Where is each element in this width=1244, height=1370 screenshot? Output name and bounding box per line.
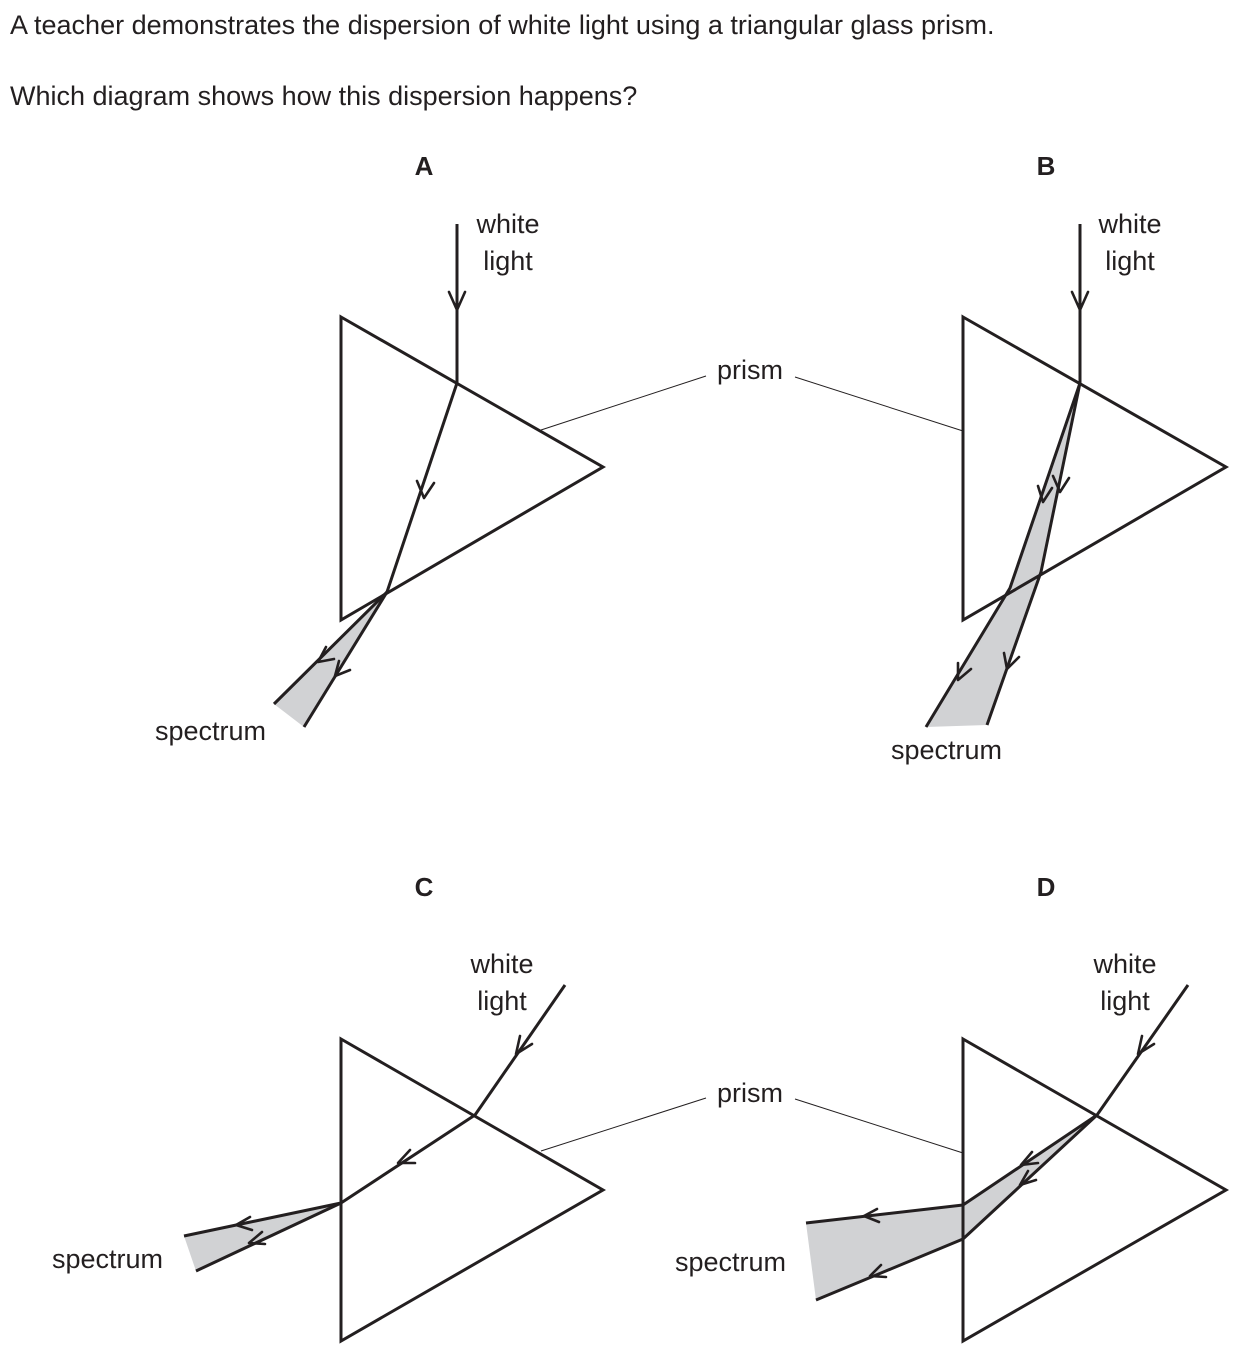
option-b-inner-arrowhead-1 xyxy=(1036,484,1054,504)
option-a-light-label: light xyxy=(483,246,533,276)
option-c-spectrum-arrowhead-1 xyxy=(234,1215,254,1232)
option-d-ray-violet xyxy=(805,1113,1098,1225)
option-b-spectrum-label: spectrum xyxy=(891,735,1002,765)
option-d-ray-red xyxy=(815,1113,1099,1302)
option-d-outer-arrowhead-1 xyxy=(862,1207,881,1224)
option-c-refracted-arrowhead xyxy=(396,1148,417,1165)
option-b-outer-arrowhead-1 xyxy=(956,661,973,682)
option-a-incident-arrowhead xyxy=(447,290,467,312)
option-c-spectrum-label: spectrum xyxy=(52,1244,163,1274)
option-d-prism xyxy=(961,1036,1230,1344)
option-b-ray-red xyxy=(985,382,1082,726)
prism-label-top: prism xyxy=(717,355,783,385)
option-b-outer-arrowhead-2 xyxy=(1002,651,1021,671)
option-a-spectrum-label: spectrum xyxy=(155,716,266,746)
leader-to-prism-a xyxy=(540,375,707,431)
option-c-spectrum-edge-1 xyxy=(183,1201,342,1238)
leader-to-prism-c xyxy=(540,1097,707,1152)
top-prism-callout: prism xyxy=(540,355,964,432)
prism-label-bottom: prism xyxy=(717,1078,783,1108)
option-a-prism xyxy=(339,314,606,623)
option-d-spectrum-label: spectrum xyxy=(675,1247,786,1277)
option-a-refracted-arrowhead xyxy=(415,479,436,500)
option-b-light-label: light xyxy=(1105,246,1155,276)
option-a-spectrum-arrowhead-1 xyxy=(316,645,336,664)
option-c-prism xyxy=(339,1036,607,1344)
option-a-label[interactable]: A xyxy=(415,151,434,181)
bottom-prism-callout: prism xyxy=(540,1078,964,1154)
option-a-diagram[interactable]: A white light spectrum xyxy=(155,151,606,746)
option-b-ray-violet xyxy=(924,382,1082,728)
option-a-white-label: white xyxy=(475,209,539,239)
option-a-spectrum-edge-1 xyxy=(272,590,389,706)
option-c-white-label: white xyxy=(469,949,533,979)
option-a-spectrum-edge-2 xyxy=(302,591,389,728)
leader-to-prism-d xyxy=(794,1098,964,1154)
option-b-diagram[interactable]: B white light spectrum xyxy=(891,151,1230,765)
option-d-white-label: white xyxy=(1092,949,1156,979)
option-c-diagram[interactable]: C white light spectrum xyxy=(52,872,607,1344)
option-b-spectrum-band xyxy=(926,383,1080,727)
option-c-spectrum-edge-2 xyxy=(195,1201,342,1273)
option-d-outer-arrowhead-2 xyxy=(868,1263,888,1279)
option-b-white-label: white xyxy=(1097,209,1161,239)
option-b-incident-arrowhead xyxy=(1070,290,1090,312)
option-d-light-label: light xyxy=(1100,986,1150,1016)
option-a-refracted-ray xyxy=(385,382,459,593)
leader-to-prism-b xyxy=(794,376,964,432)
option-d-diagram[interactable]: D white light spectrum xyxy=(675,872,1230,1344)
question-prompt: Which diagram shows how this dispersion … xyxy=(10,81,638,111)
option-c-refracted-ray xyxy=(340,1113,476,1205)
option-c-spectrum-arrowhead-2 xyxy=(247,1230,267,1246)
option-d-label[interactable]: D xyxy=(1037,872,1056,902)
option-d-inner-arrowhead-1 xyxy=(1019,1150,1040,1167)
option-b-inner-arrowhead-2 xyxy=(1051,474,1071,494)
option-d-inner-arrowhead-2 xyxy=(1018,1169,1038,1187)
option-a-spectrum-arrowhead-2 xyxy=(333,659,352,678)
option-c-incident-arrowhead xyxy=(514,1034,534,1056)
option-d-incident-arrowhead xyxy=(1136,1034,1156,1056)
option-b-prism xyxy=(961,314,1230,623)
option-c-light-label: light xyxy=(477,986,527,1016)
question-text: A teacher demonstrates the dispersion of… xyxy=(10,10,995,40)
option-c-label[interactable]: C xyxy=(415,872,434,902)
option-b-label[interactable]: B xyxy=(1037,151,1056,181)
